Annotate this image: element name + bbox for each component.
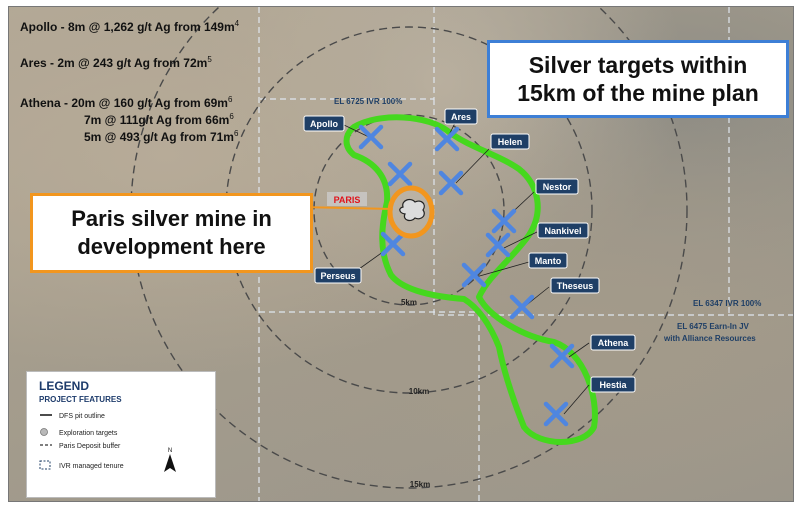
map-frame: 5km 10km 15km EL 6725 IVR 100% EL 6347 I… — [8, 6, 794, 502]
annotation-ares: Ares - 2m @ 243 g/t Ag from 72m5 — [20, 55, 212, 70]
target-label-perseus: Perseus — [320, 271, 355, 281]
map-canvas: 5km 10km 15km EL 6725 IVR 100% EL 6347 I… — [130, 7, 793, 501]
label-box-helen — [490, 133, 530, 150]
legend-label-pit: DFS pit outline — [59, 412, 105, 420]
label-box-athena — [590, 334, 636, 351]
marker-theseus — [509, 294, 535, 320]
dfs-pit-outline — [399, 198, 425, 222]
marker-nestor — [491, 208, 517, 234]
paris-callout-pointer — [298, 206, 394, 210]
marker-helen — [438, 170, 464, 196]
marker-ares — [434, 126, 460, 152]
legend-label-targets: Exploration targets — [59, 429, 118, 437]
silver-target-outline — [343, 114, 598, 445]
label-box-manto — [528, 252, 568, 269]
marker-perseus — [380, 231, 406, 257]
north-arrow: N — [163, 448, 177, 479]
paris-callout-line-2: development here — [77, 234, 266, 259]
target-dot-icon — [39, 427, 53, 439]
legend-title: LEGEND — [39, 379, 90, 393]
marker-apollo — [358, 124, 384, 150]
legend-item-buffer: Paris Deposit buffer — [39, 442, 120, 450]
buffer-dash-icon — [39, 442, 53, 450]
target-label-apollo: Apollo — [310, 119, 338, 129]
legend-label-buffer: Paris Deposit buffer — [59, 442, 121, 450]
legend-label-tenure: IVR managed tenure — [59, 462, 124, 470]
target-label-helen: Helen — [498, 137, 523, 147]
annotation-athena-1: Athena - 20m @ 160 g/t Ag from 69m6 — [20, 95, 233, 110]
target-label-nestor: Nestor — [543, 182, 572, 192]
target-label-hestia: Hestia — [599, 380, 627, 390]
annotation-apollo: Apollo - 8m @ 1,262 g/t Ag from 149m4 — [20, 19, 240, 34]
exploration-markers — [358, 124, 575, 427]
legend-item-pit: DFS pit outline — [39, 412, 105, 420]
paris-label-box — [327, 192, 367, 206]
target-label-ares: Ares — [451, 112, 471, 122]
ring-label-15km: 15km — [410, 480, 430, 489]
tenement-label-el6475: EL 6475 Earn-In JV — [677, 322, 750, 331]
tenure-line — [433, 99, 793, 316]
label-box-apollo — [303, 115, 345, 132]
target-label-nankivel: Nankivel — [544, 226, 581, 236]
marker-nankivel — [485, 232, 511, 258]
ring-label-5km: 5km — [401, 298, 417, 307]
label-box-nestor — [535, 178, 579, 195]
target-labels: Apollo Ares Helen Nestor Nankivel Manto … — [303, 108, 636, 393]
marker-athena — [549, 343, 575, 369]
callout-line-1: Silver targets within — [528, 52, 748, 78]
north-arrow-icon — [164, 454, 176, 472]
tenure-box-icon — [39, 460, 53, 472]
north-label: N — [167, 448, 173, 454]
legend-item-targets: Exploration targets — [39, 427, 117, 439]
ring-label-10km: 10km — [409, 387, 429, 396]
tenement-label-el6725: EL 6725 IVR 100% — [334, 97, 402, 106]
paris-callout-line-1: Paris silver mine in — [71, 206, 272, 231]
callout-line-2: 15km of the mine plan — [517, 80, 759, 106]
label-box-theseus — [550, 277, 600, 294]
annotation-athena-3: 5m @ 493 g/t Ag from 71m6 — [84, 129, 239, 144]
silver-targets-callout: Silver targets within 15km of the mine p… — [487, 40, 789, 118]
target-label-athena: Athena — [598, 338, 629, 348]
legend-panel: LEGEND PROJECT FEATURES DFS pit outline … — [26, 371, 216, 498]
marker-manto — [461, 262, 487, 288]
legend-subtitle: PROJECT FEATURES — [39, 395, 122, 404]
label-box-ares — [444, 108, 478, 125]
marker-hestia — [543, 401, 569, 427]
marker-target-a — [387, 161, 413, 187]
legend-item-tenure: IVR managed tenure — [39, 460, 124, 472]
paris-label: PARIS — [334, 195, 361, 205]
label-box-perseus — [314, 267, 362, 284]
label-box-hestia — [590, 376, 636, 393]
tenement-label-el6347: EL 6347 IVR 100% — [693, 299, 761, 308]
target-label-theseus: Theseus — [557, 281, 594, 291]
annotation-athena-2: 7m @ 111g/t Ag from 66m6 — [84, 112, 234, 127]
label-box-nankivel — [537, 222, 589, 239]
tenure-line — [259, 7, 435, 100]
paris-callout: Paris silver mine in development here — [30, 193, 313, 273]
target-label-manto: Manto — [535, 256, 562, 266]
pit-line-icon — [39, 412, 53, 420]
tenement-label-alliance: with Alliance Resources — [663, 334, 756, 343]
